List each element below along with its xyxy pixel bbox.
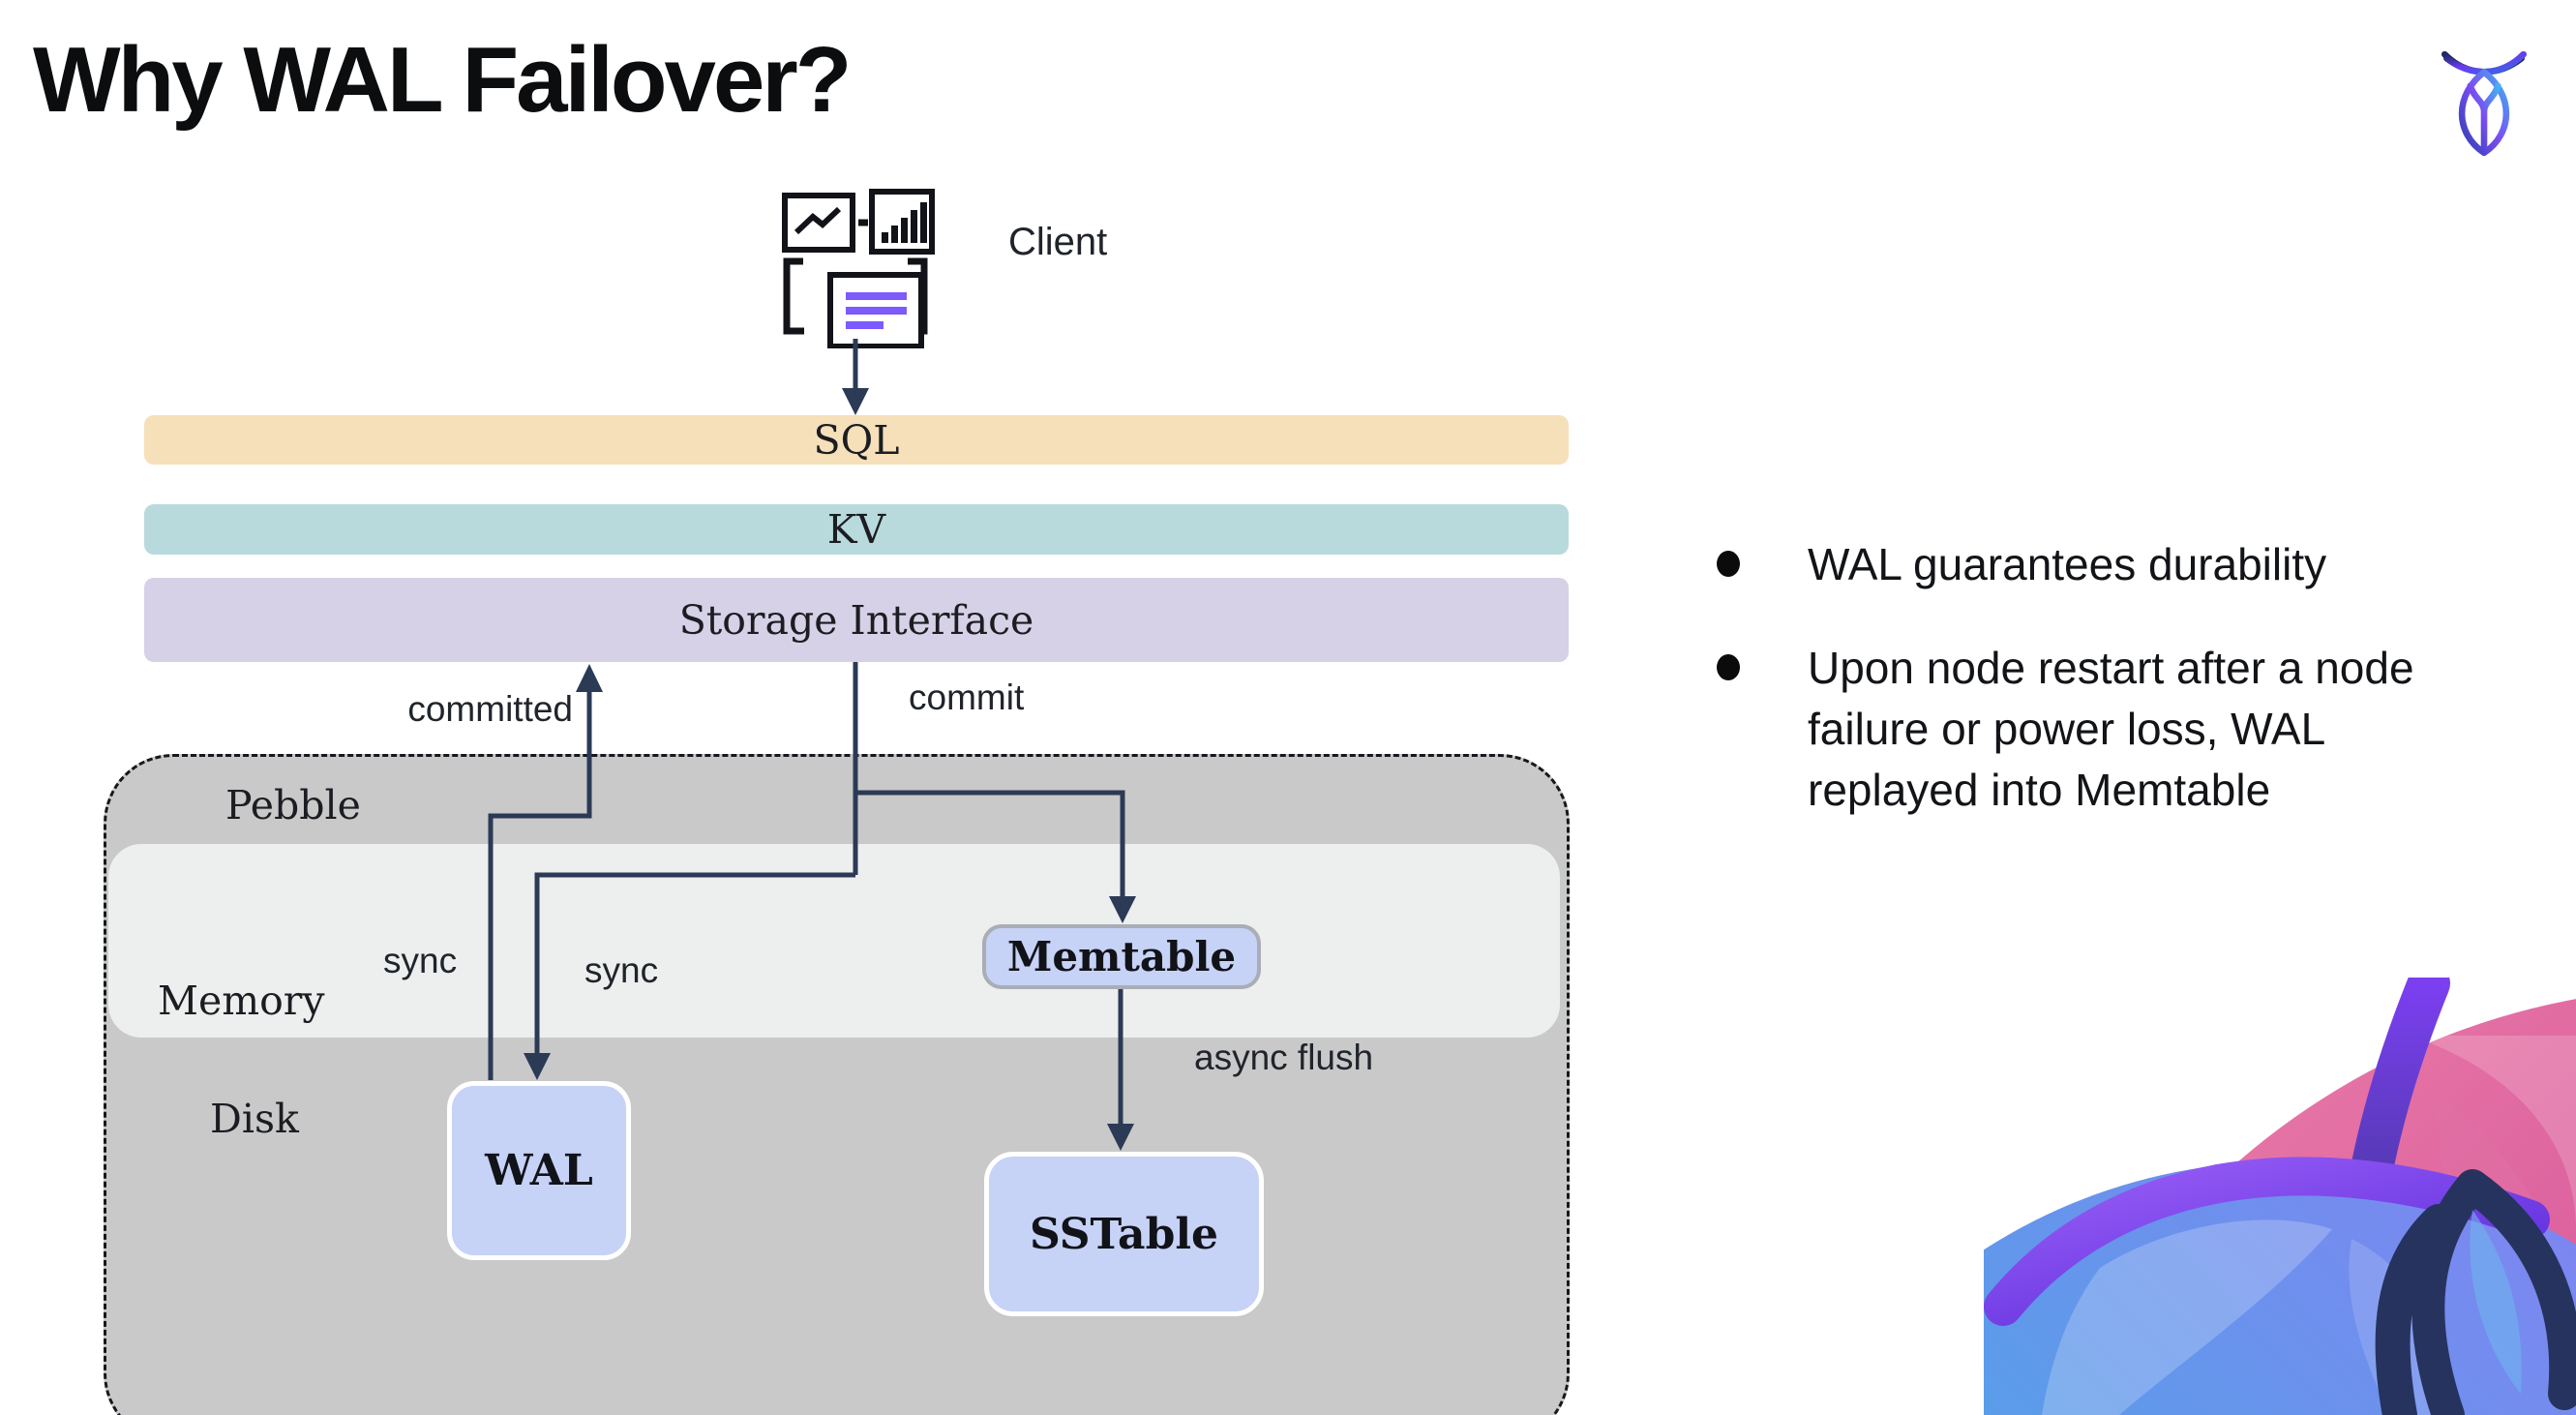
edge-label-commit: commit: [909, 677, 1025, 717]
pebble-label: Pebble: [225, 782, 361, 828]
cockroachdb-logo-icon: [2435, 46, 2533, 159]
decorative-cockroach-graphic: [1984, 978, 2576, 1415]
memory-band: [108, 844, 1560, 1038]
layer-storage-label: Storage Interface: [678, 596, 1034, 644]
node-wal-label: WAL: [485, 1146, 593, 1195]
layer-storage-interface: Storage Interface: [144, 578, 1569, 662]
bullet-text: Upon node restart after a node failure o…: [1808, 643, 2414, 815]
edge-label-sync-right: sync: [584, 950, 659, 990]
node-sstable-label: SSTable: [1029, 1209, 1219, 1259]
bullet-dot: [1717, 654, 1740, 680]
page-title: Why WAL Failover?: [33, 28, 852, 132]
bullet-list: WAL guarantees durability Upon node rest…: [1711, 534, 2475, 863]
node-sstable: SSTable: [984, 1152, 1264, 1316]
list-item: WAL guarantees durability: [1711, 534, 2485, 595]
disk-label: Disk: [210, 1096, 299, 1142]
node-memtable-label: Memtable: [1006, 933, 1237, 980]
edge-label-sync-left: sync: [383, 941, 458, 980]
bullet-text: WAL guarantees durability: [1808, 539, 2327, 589]
edge-label-async-flush: async flush: [1194, 1038, 1374, 1077]
memory-label: Memory: [158, 978, 325, 1024]
list-item: Upon node restart after a node failure o…: [1711, 638, 2485, 821]
node-wal: WAL: [447, 1081, 631, 1260]
layer-kv-label: KV: [826, 506, 886, 553]
client-dashboard-icon: [774, 186, 937, 348]
bullet-dot: [1717, 551, 1740, 577]
node-memtable: Memtable: [982, 924, 1261, 989]
layer-sql: SQL: [144, 415, 1569, 465]
layer-kv: KV: [144, 504, 1569, 555]
edge-label-committed: committed: [407, 689, 573, 729]
client-label: Client: [1008, 221, 1108, 263]
layer-sql-label: SQL: [813, 416, 900, 464]
